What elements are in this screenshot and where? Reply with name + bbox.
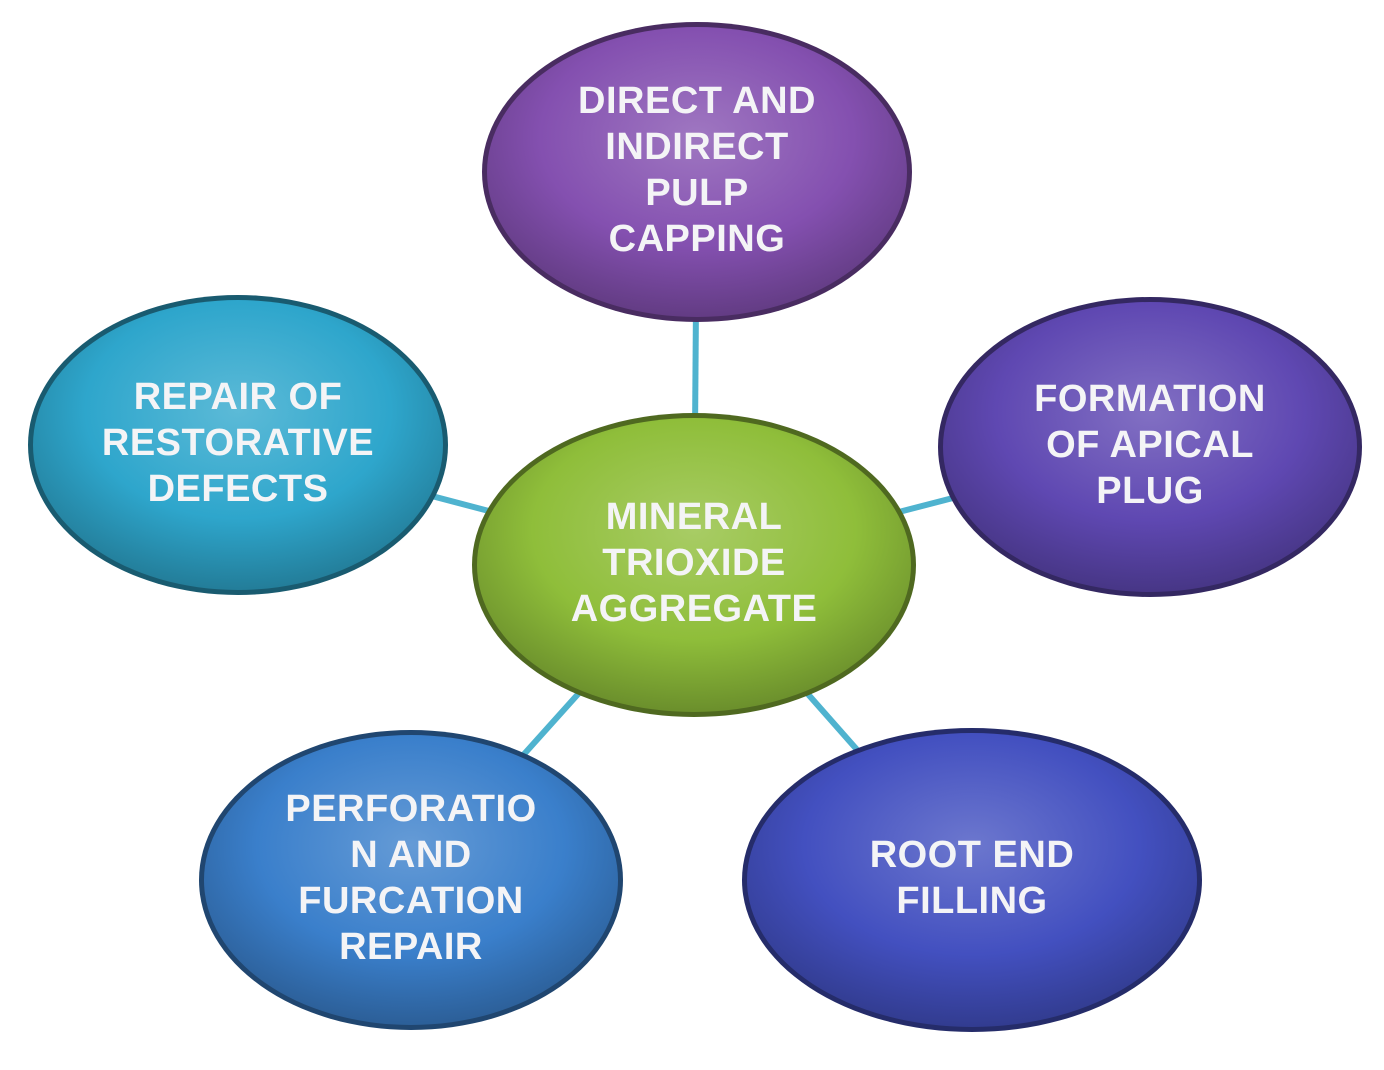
node-perforation-repair-ellipse (204, 735, 618, 1025)
node-perforation-repair-label-line: N AND (350, 834, 471, 876)
node-restorative-defects-label-line: REPAIR OF (134, 376, 343, 418)
node-pulp-capping-label-line: INDIRECT (605, 126, 788, 168)
node-center-mta-ellipse (477, 418, 911, 712)
node-perforation-repair-label-line: PERFORATIO (285, 788, 536, 830)
node-apical-plug-ellipse (943, 302, 1357, 592)
node-restorative-defects-ellipse (33, 300, 443, 590)
node-perforation-repair-label-line: REPAIR (339, 926, 483, 968)
node-apical-plug-label-line: PLUG (1096, 470, 1204, 512)
node-pulp-capping-label-line: CAPPING (609, 218, 786, 260)
node-apical-plug-label-line: OF APICAL (1046, 424, 1254, 466)
node-restorative-defects-label-line: DEFECTS (148, 468, 329, 510)
node-pulp-capping-ellipse (487, 27, 907, 317)
node-pulp-capping-label-line: DIRECT AND (578, 80, 816, 122)
node-root-end-filling-label-line: FILLING (896, 880, 1047, 922)
node-restorative-defects-label-line: RESTORATIVE (102, 422, 374, 464)
node-center-mta-label-line: MINERAL (606, 496, 783, 538)
node-pulp-capping-label-line: PULP (645, 172, 748, 214)
node-center-mta-label-line: AGGREGATE (571, 588, 818, 630)
node-center-mta-label-line: TRIOXIDE (602, 542, 785, 584)
node-root-end-filling-ellipse (747, 733, 1197, 1027)
node-perforation-repair-label-line: FURCATION (298, 880, 523, 922)
node-apical-plug-label-line: FORMATION (1034, 378, 1266, 420)
node-root-end-filling-label-line: ROOT END (870, 834, 1075, 876)
